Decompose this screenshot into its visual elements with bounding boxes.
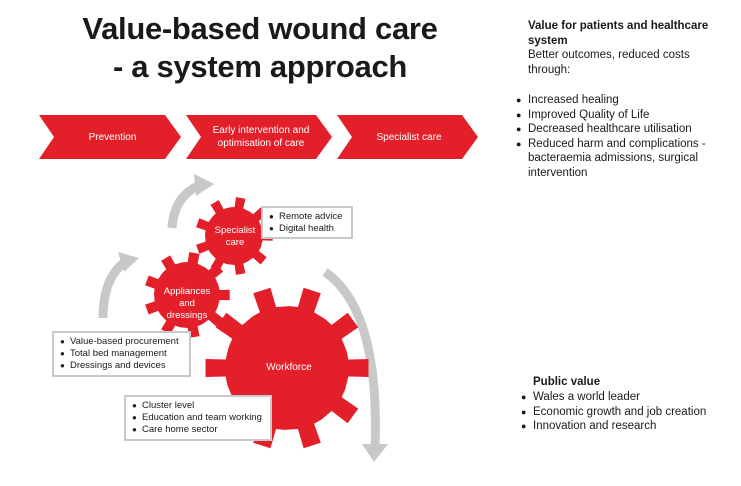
gear-specialist-icon <box>196 197 273 275</box>
list-item: Decreased healthcare utilisation <box>516 122 731 137</box>
gear-label-workforce: Workforce <box>266 362 312 373</box>
patients-value-heading: Value for patients and healthcare system <box>528 20 709 47</box>
list-item: Reduced harm and complications - bactera… <box>516 137 731 181</box>
step-label-early-intervention: Early intervention and optimisation of c… <box>212 125 310 149</box>
step-prevention-chevron <box>39 115 181 159</box>
list-item: Digital health <box>269 223 345 235</box>
list-item: Wales a world leader <box>521 390 721 405</box>
gear-appliances-icon <box>145 252 230 338</box>
page-title: Value-based wound care - a system approa… <box>30 10 490 86</box>
list-item: Cluster level <box>132 400 264 412</box>
gear-label-appliances: Appliances and dressings <box>163 286 211 321</box>
step-label-prevention: Prevention <box>88 131 137 143</box>
workforce-box: Cluster level Education and team working… <box>124 395 272 441</box>
public-value-list: Wales a world leader Economic growth and… <box>521 390 721 434</box>
list-item: Remote advice <box>269 211 345 223</box>
list-item: Education and team working <box>132 412 264 424</box>
public-value-heading: Public value <box>533 376 601 388</box>
step-early-intervention-chevron <box>186 115 332 159</box>
gear-shape <box>196 197 273 275</box>
title-line-2: - a system approach <box>112 49 408 84</box>
list-item: Total bed management <box>60 348 183 360</box>
curved-arrow-left-icon <box>98 258 128 319</box>
curved-arrow-left-head <box>118 252 139 272</box>
list-item: Innovation and research <box>521 419 721 434</box>
list-item: Dressings and devices <box>60 360 183 372</box>
step-specialist-care-chevron <box>337 115 478 159</box>
curved-arrow-top-head <box>194 174 214 196</box>
specialist-box: Remote advice Digital health <box>261 206 353 239</box>
title-line-1: Value-based wound care <box>82 11 438 46</box>
list-item: Value-based procurement <box>60 336 183 348</box>
patients-value-intro: Better outcomes, reduced costs through: <box>528 49 690 76</box>
list-item: Improved Quality of Life <box>516 108 731 123</box>
list-item: Care home sector <box>132 424 264 436</box>
curved-arrow-right-head <box>362 444 388 462</box>
appliances-box: Value-based procurement Total bed manage… <box>52 331 191 377</box>
gear-label-specialist: Specialist care <box>214 225 256 248</box>
list-item: Increased healing <box>516 93 731 108</box>
gear-shape <box>145 252 230 338</box>
step-label-specialist-care: Specialist care <box>376 131 442 143</box>
patients-value-list: Increased healing Improved Quality of Li… <box>516 93 731 180</box>
curved-arrow-right-icon <box>322 268 380 449</box>
patients-value-section: Value for patients and healthcare system… <box>528 19 728 92</box>
list-item: Economic growth and job creation <box>521 405 721 420</box>
